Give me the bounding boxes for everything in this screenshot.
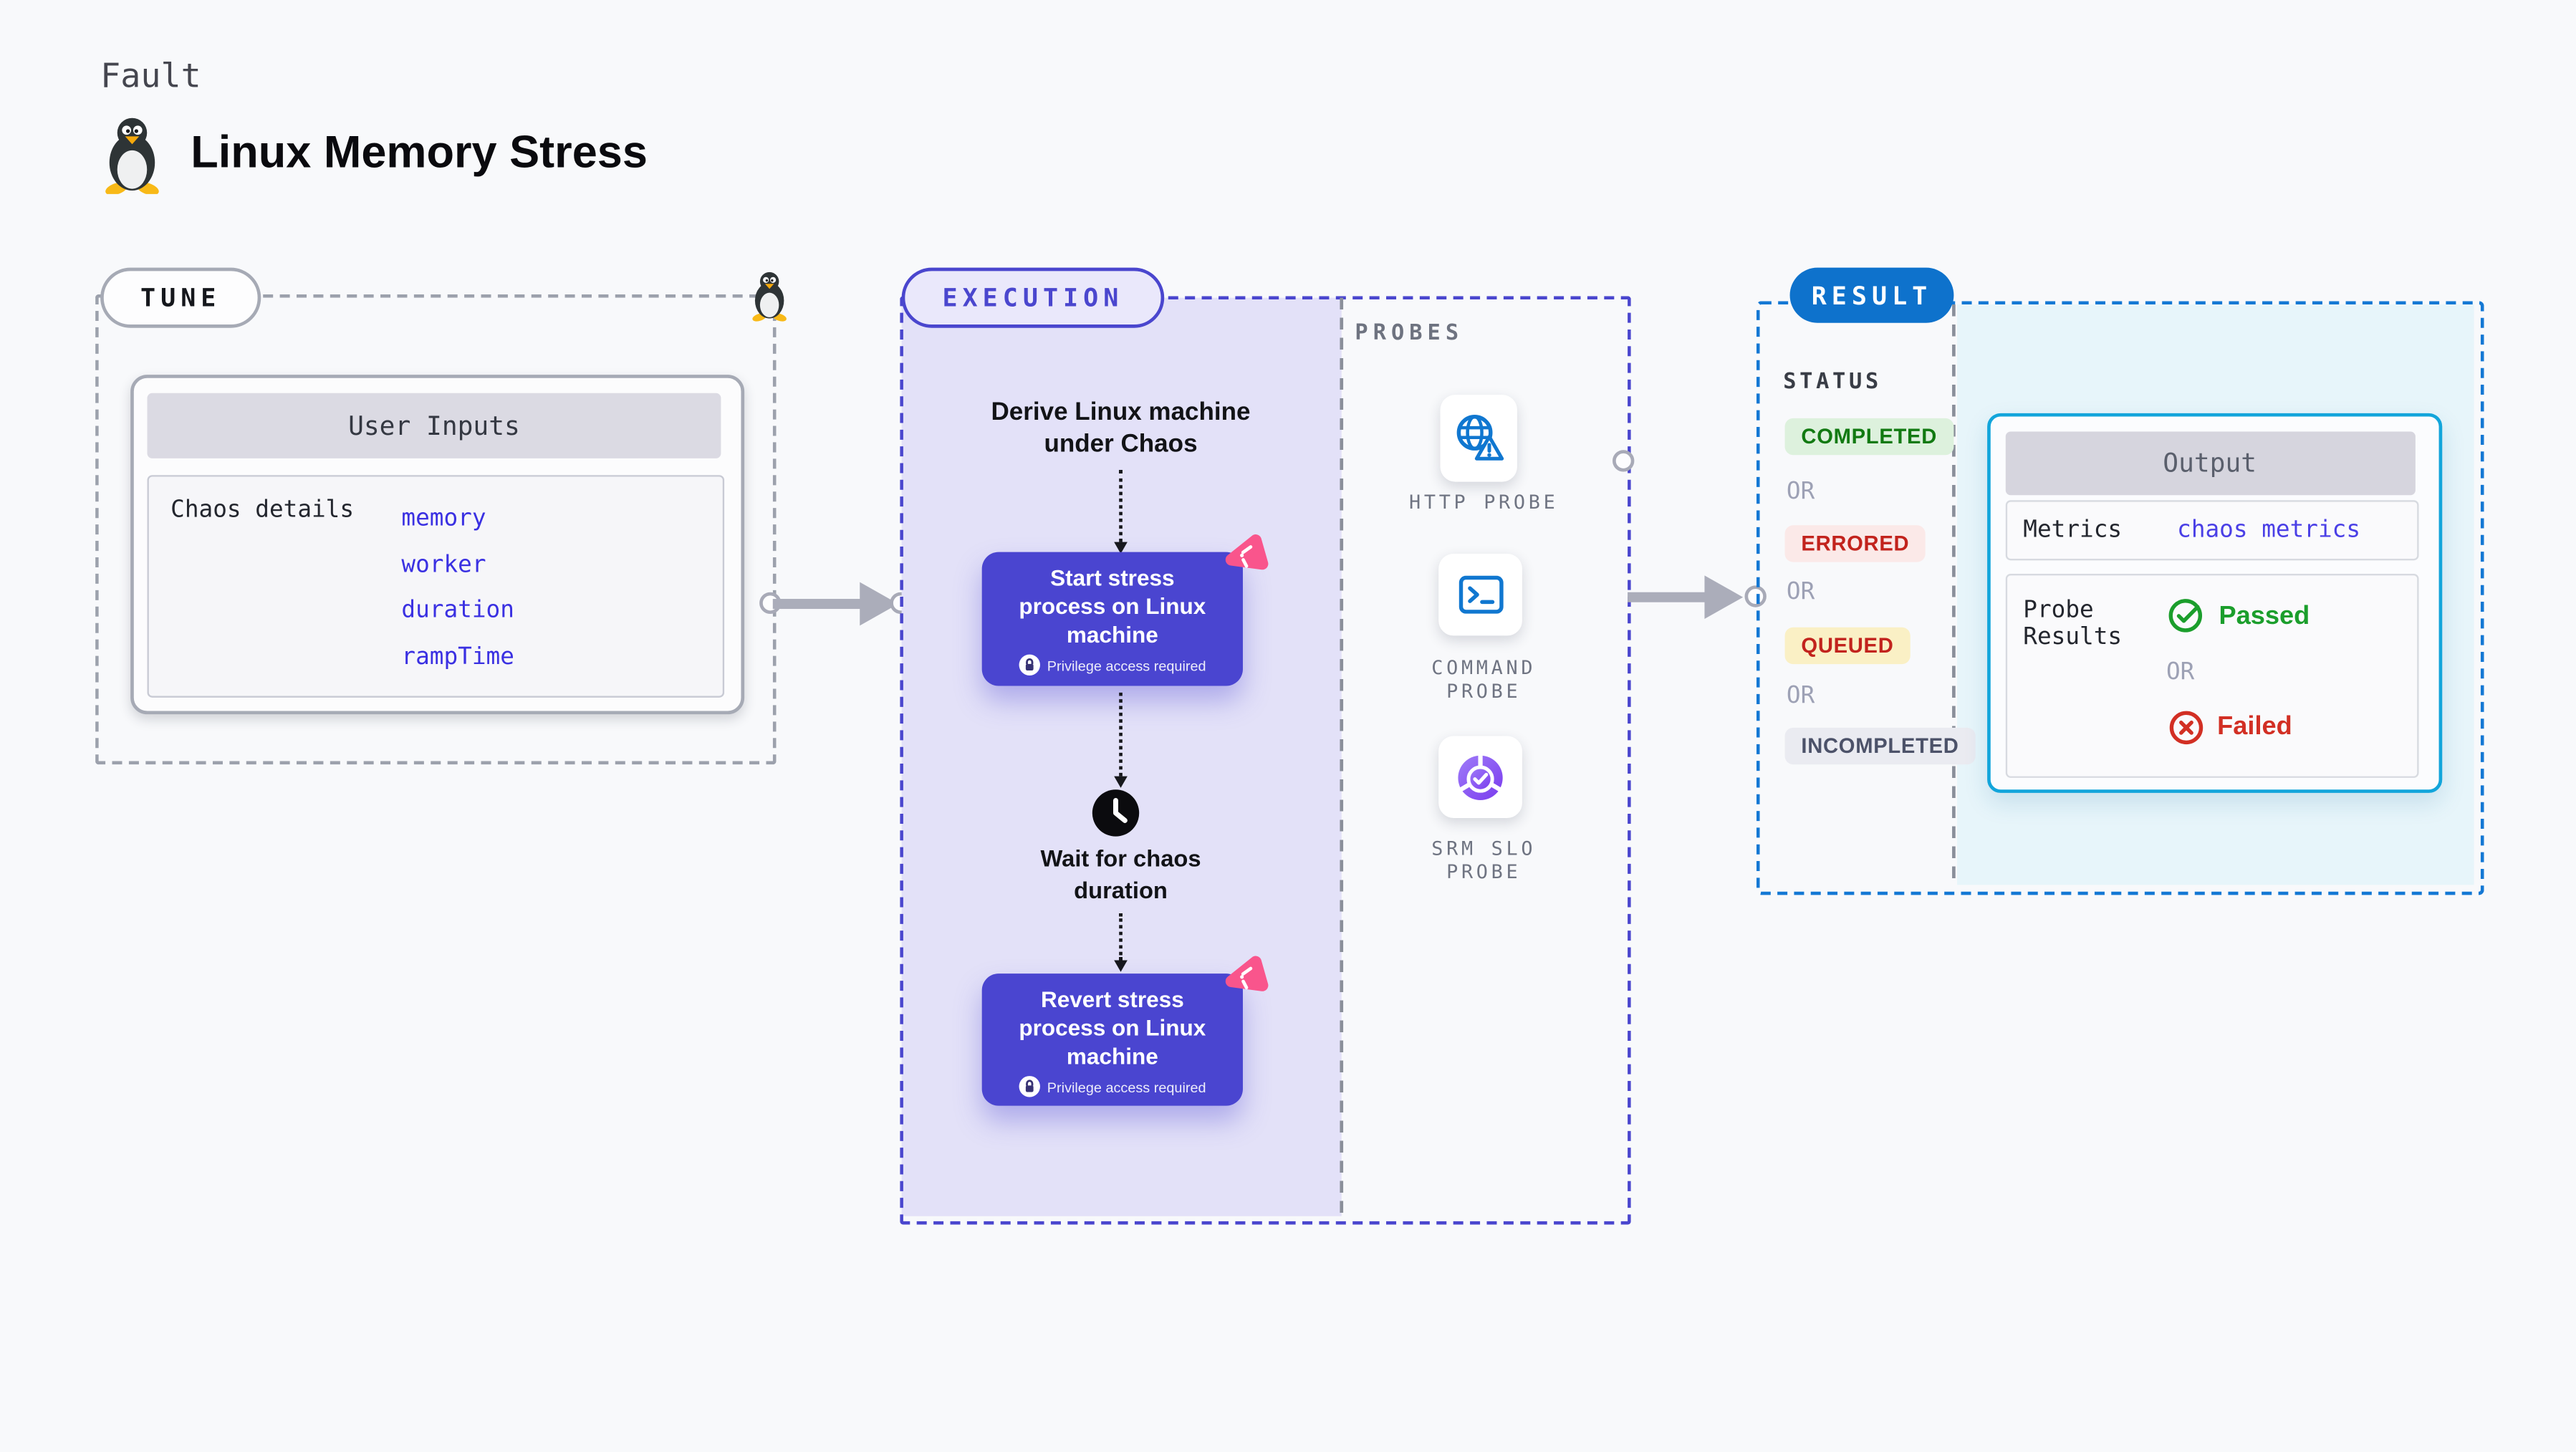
derive-line-2: under Chaos	[1044, 429, 1198, 458]
chaos-details-label: Chaos details	[170, 496, 355, 524]
or-label: OR	[1786, 478, 1815, 506]
probe-results-label: Probe Results	[2023, 597, 2123, 652]
http-probe-label: HTTP PROBE	[1409, 490, 1559, 514]
wait-step-label: Wait for chaos duration	[987, 843, 1255, 905]
status-badge-completed: COMPLETED	[1784, 418, 1954, 456]
probe-results-line-2: Results	[2023, 623, 2123, 650]
terminal-icon	[1458, 575, 1503, 614]
chaos-metrics-link[interactable]: chaos metrics	[2177, 516, 2361, 543]
wait-line-1: Wait for chaos	[1040, 845, 1201, 872]
flow-arrowhead	[1113, 960, 1127, 972]
user-inputs-header: User Inputs	[147, 393, 721, 458]
derive-line-1: Derive Linux machine	[991, 398, 1251, 427]
check-circle-icon	[2168, 599, 2201, 633]
status-heading: STATUS	[1783, 370, 1882, 395]
metrics-label: Metrics	[2023, 516, 2123, 543]
arrow-right-icon	[1628, 591, 1708, 603]
status-badge-incompleted: INCOMPLETED	[1784, 727, 1976, 765]
flow-arrowhead	[1113, 776, 1127, 788]
output-title: Output	[2163, 448, 2257, 479]
srm-probe-line-1: SRM SLO	[1431, 836, 1537, 860]
start-node-line-3: machine	[1066, 622, 1158, 648]
execution-badge: EXECUTION	[901, 267, 1165, 328]
lock-icon	[1019, 1076, 1041, 1097]
status-divider	[1951, 304, 1955, 885]
penguin-icon	[105, 117, 159, 194]
globe-alert-icon	[1456, 413, 1503, 460]
command-probe-line-2: PROBE	[1446, 678, 1522, 702]
start-stress-node: Start stress process on Linux machine Pr…	[981, 534, 1269, 686]
or-label: OR	[2166, 659, 2195, 686]
or-label: OR	[1786, 681, 1815, 708]
connector-dot	[1611, 450, 1634, 473]
flow-connector	[1119, 913, 1123, 961]
input-ramptime: rampTime	[401, 643, 514, 670]
derive-step-label: Derive Linux machine under Chaos	[928, 398, 1313, 460]
lock-icon	[1019, 654, 1041, 675]
or-label: OR	[1786, 579, 1815, 606]
start-node-line-2: process on Linux	[1019, 594, 1206, 620]
connector-dot	[1744, 585, 1766, 607]
status-badge-queued: QUEUED	[1784, 627, 1911, 665]
wait-line-2: duration	[1074, 875, 1168, 903]
srm-probe-line-2: PROBE	[1446, 859, 1522, 883]
privilege-note: Privilege access required	[1047, 1078, 1206, 1095]
chaos-triangle-icon	[1225, 534, 1269, 570]
command-probe-label: COMMAND PROBE	[1342, 655, 1626, 703]
metrics-row: Metrics chaos metrics	[2004, 500, 2418, 561]
clock-icon	[1092, 789, 1140, 837]
result-section-box	[1755, 301, 2484, 895]
probe-results-line-1: Probe	[2023, 597, 2094, 625]
probes-divider	[1339, 297, 1342, 1216]
tune-badge: TUNE	[100, 267, 261, 328]
probes-heading: PROBES	[1355, 321, 1464, 347]
revert-stress-node: Revert stress process on Linux machine P…	[981, 956, 1269, 1106]
srm-slo-probe-label: SRM SLO PROBE	[1342, 836, 1626, 883]
execution-section-box	[900, 296, 1631, 1225]
revert-node-line-3: machine	[1066, 1044, 1158, 1069]
start-node-line-1: Start stress	[1050, 565, 1175, 591]
page-title: Linux Memory Stress	[191, 127, 648, 178]
chaos-details-row: Chaos details memory worker duration ram…	[147, 475, 725, 698]
failed-label: Failed	[2217, 711, 2292, 741]
http-probe-card	[1440, 395, 1517, 482]
user-inputs-card: User Inputs Chaos details memory worker …	[130, 375, 745, 715]
revert-node-line-1: Revert stress	[1040, 986, 1184, 1012]
output-header: Output	[2004, 431, 2415, 496]
status-badge-errored: ERRORED	[1784, 525, 1926, 562]
flow-connector	[1119, 692, 1123, 777]
revert-node-line-2: process on Linux	[1019, 1015, 1206, 1041]
probe-results-row: Probe Results Passed OR Failed	[2004, 574, 2418, 778]
pie-check-icon	[1458, 754, 1503, 799]
fault-eyebrow: Fault	[100, 55, 201, 96]
chaos-triangle-icon	[1225, 956, 1269, 991]
privilege-note: Privilege access required	[1047, 656, 1206, 673]
flow-connector	[1119, 470, 1123, 542]
input-memory: memory	[401, 505, 486, 532]
input-duration: duration	[401, 597, 514, 625]
flow-arrowhead	[1113, 542, 1127, 554]
result-badge: RESULT	[1789, 267, 1954, 323]
arrow-right-icon	[772, 598, 863, 610]
penguin-icon	[752, 271, 787, 322]
output-card: Output Metrics chaos metrics Probe Resul…	[1986, 413, 2443, 793]
input-worker: worker	[401, 551, 486, 578]
command-probe-line-1: COMMAND	[1431, 655, 1537, 680]
tune-section-box	[95, 294, 777, 765]
x-circle-icon	[2168, 710, 2203, 744]
passed-label: Passed	[2219, 601, 2310, 630]
arrow-right-icon	[1704, 575, 1744, 620]
command-probe-card	[1438, 553, 1522, 636]
user-inputs-title: User Inputs	[348, 410, 520, 441]
srm-slo-probe-card	[1438, 736, 1522, 818]
